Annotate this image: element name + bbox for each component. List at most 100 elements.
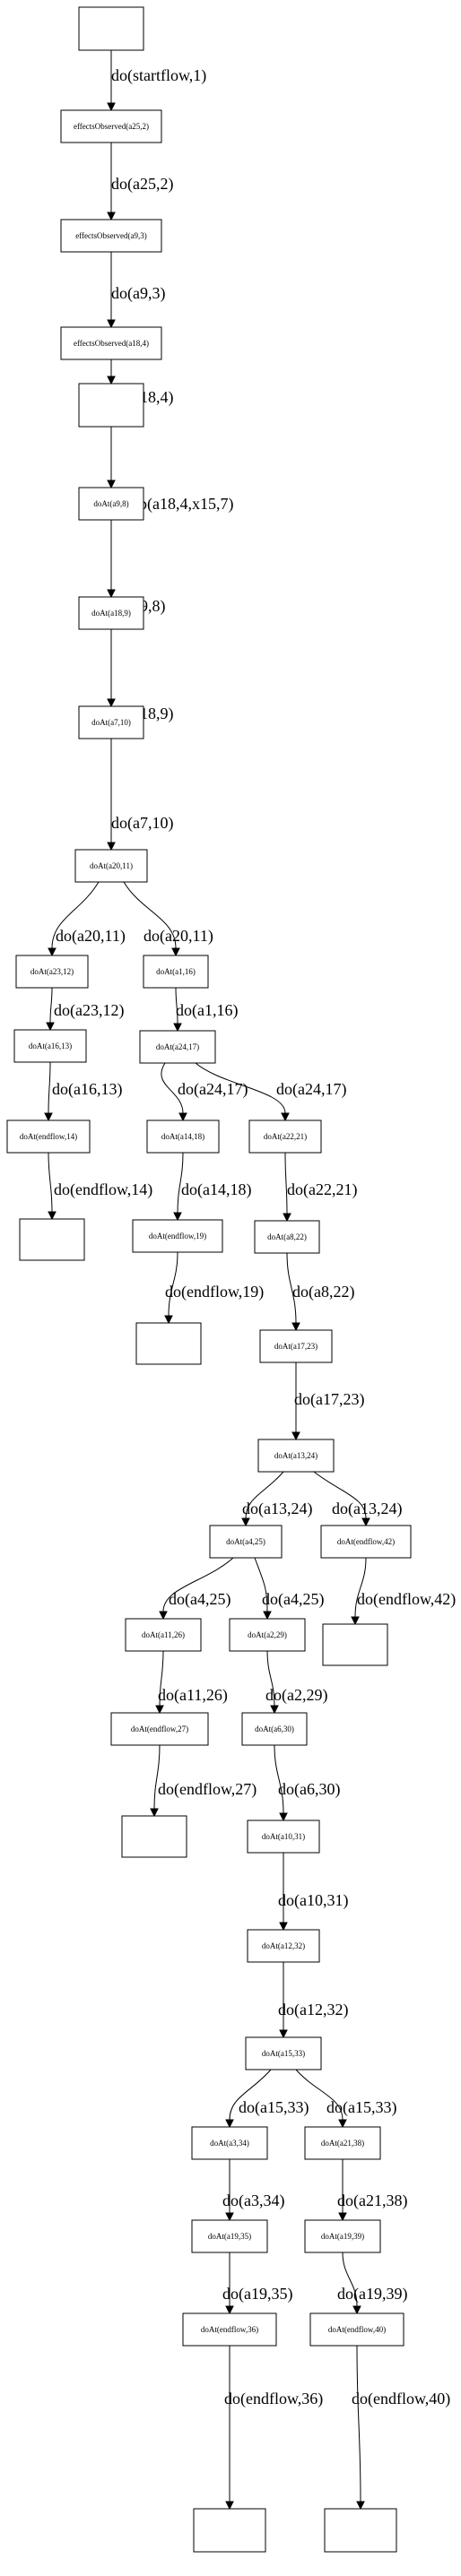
node-box (193, 2508, 266, 2553)
state-node: doAt(endflow,14) (6, 1119, 91, 1154)
edge-line (51, 881, 100, 949)
node-label: doAt(a6,30) (255, 1725, 294, 1733)
flow-edge: do(endflow,40) (352, 2345, 450, 2511)
arrowhead-icon (338, 2212, 347, 2222)
node-label: doAt(a21,38) (321, 2139, 364, 2148)
node-box (125, 1618, 202, 1652)
state-node: doAt(a24,17) (139, 1030, 216, 1064)
arrowhead-icon (107, 698, 116, 708)
node-box (132, 1219, 223, 1253)
arrowhead-icon (279, 2029, 288, 2039)
edge-line (286, 1252, 297, 1324)
edge-label: do(endflow,19) (165, 1283, 264, 1301)
flow-edge: do(a11,26) (155, 1650, 228, 1715)
node-box (78, 6, 144, 51)
node-label: doAt(a15,33) (262, 2049, 305, 2058)
node-box (60, 219, 162, 253)
node-box (110, 1712, 209, 1746)
node-label: doAt(endflow,42) (337, 1537, 395, 1546)
edge-line (153, 1744, 161, 1810)
edge-label: do(startflow,1) (111, 66, 206, 85)
blank-state-node (78, 383, 144, 428)
state-node: doAt(a22,21) (248, 1119, 322, 1154)
state-node: doAt(a23,12) (15, 955, 89, 989)
arrowhead-icon (48, 1211, 57, 1221)
node-box (191, 2219, 268, 2253)
flow-edge: do(a15,33) (225, 2069, 309, 2129)
flow-edge: do(a24,17) (161, 1062, 248, 1122)
node-box (182, 2312, 277, 2347)
arrowhead-icon (270, 1705, 279, 1715)
node-box (78, 705, 144, 739)
edge-label: do(a10,31) (278, 1891, 348, 1910)
flow-edge: do(a2,29) (265, 1650, 327, 1715)
node-box (60, 109, 162, 143)
state-node: doAt(a21,38) (304, 2126, 381, 2160)
arrowhead-icon (107, 376, 116, 385)
flow-edge: do(a8,22) (286, 1252, 354, 1332)
node-label: doAt(endflow,19) (149, 1232, 206, 1240)
edge-label: do(a20,11) (56, 927, 126, 946)
arrowhead-icon (338, 2119, 347, 2129)
node-label: doAt(a14,18) (161, 1132, 204, 1141)
state-node: doAt(endflow,27) (110, 1712, 209, 1746)
edge-label: do(a8,22) (292, 1283, 354, 1301)
arrowhead-icon (356, 2501, 365, 2511)
node-box (257, 1439, 335, 1473)
flow-edge: do(a24,17) (195, 1062, 346, 1122)
node-box (6, 1119, 91, 1154)
node-label: effectsObserved(a25,2) (74, 122, 149, 131)
flow-edge: do(a23,12) (46, 987, 124, 1032)
node-box (13, 1029, 87, 1063)
arrowhead-icon (107, 480, 116, 489)
state-node: doAt(endflow,42) (320, 1525, 412, 1559)
node-label: doAt(a3,34) (210, 2139, 249, 2148)
node-box (135, 1322, 202, 1365)
flow-edge: do(a19,35) (222, 2252, 292, 2315)
edge-line (266, 1650, 275, 1707)
node-box (241, 1712, 308, 1746)
flow-edge: do(a13,24) (313, 1471, 402, 1527)
state-node: doAt(a17,23) (259, 1329, 333, 1363)
node-box (248, 1119, 322, 1154)
node-label: doAt(endflow,14) (20, 1132, 77, 1141)
flow-edge: do(a9,3) (107, 252, 165, 329)
edge-label: do(a22,21) (287, 1180, 357, 1199)
edge-label: do(a15,33) (239, 2098, 309, 2117)
node-label: doAt(a20,11) (90, 861, 133, 870)
edge-label: do(a7,10) (111, 814, 173, 833)
state-node: doAt(a10,31) (247, 1820, 320, 1854)
edge-label: do(a17,23) (294, 1390, 364, 1409)
node-box (78, 487, 144, 521)
arrowhead-icon (159, 1611, 168, 1621)
arrowhead-icon (44, 1112, 53, 1122)
node-box (78, 596, 144, 630)
flow-edge: do(endflow,42) (351, 1557, 456, 1626)
flow-edge: do(a1,16) (173, 987, 238, 1033)
arrowhead-icon (171, 947, 180, 957)
edge-label: do(a23,12) (54, 1001, 124, 1020)
node-box (74, 849, 148, 883)
blank-state-node (135, 1322, 202, 1365)
edge-label: do(a3,34) (222, 2191, 284, 2210)
state-node: doAt(a19,35) (191, 2219, 268, 2253)
arrowhead-icon (263, 1611, 272, 1621)
node-box (304, 2219, 381, 2253)
arrowhead-icon (107, 102, 116, 112)
state-node: doAt(a7,10) (78, 705, 144, 739)
edge-label: do(endflow,27) (158, 1780, 257, 1799)
state-node: doAt(a11,26) (125, 1618, 202, 1652)
edge-line (175, 987, 178, 1024)
node-box (322, 1623, 388, 1666)
node-box (15, 955, 89, 989)
edge-label: do(a4,25) (262, 1590, 324, 1609)
blank-state-node (121, 1815, 187, 1858)
edge-label: do(a9,3) (111, 284, 165, 303)
node-label: doAt(a8,22) (267, 1232, 307, 1241)
node-box (19, 1218, 85, 1261)
edge-label: do(a12,32) (278, 2001, 348, 2019)
blank-state-node (193, 2508, 266, 2553)
edge-line (159, 1650, 164, 1707)
edge-label: do(endflow,40) (352, 2390, 450, 2408)
state-node: doAt(a12,32) (247, 1929, 320, 1963)
